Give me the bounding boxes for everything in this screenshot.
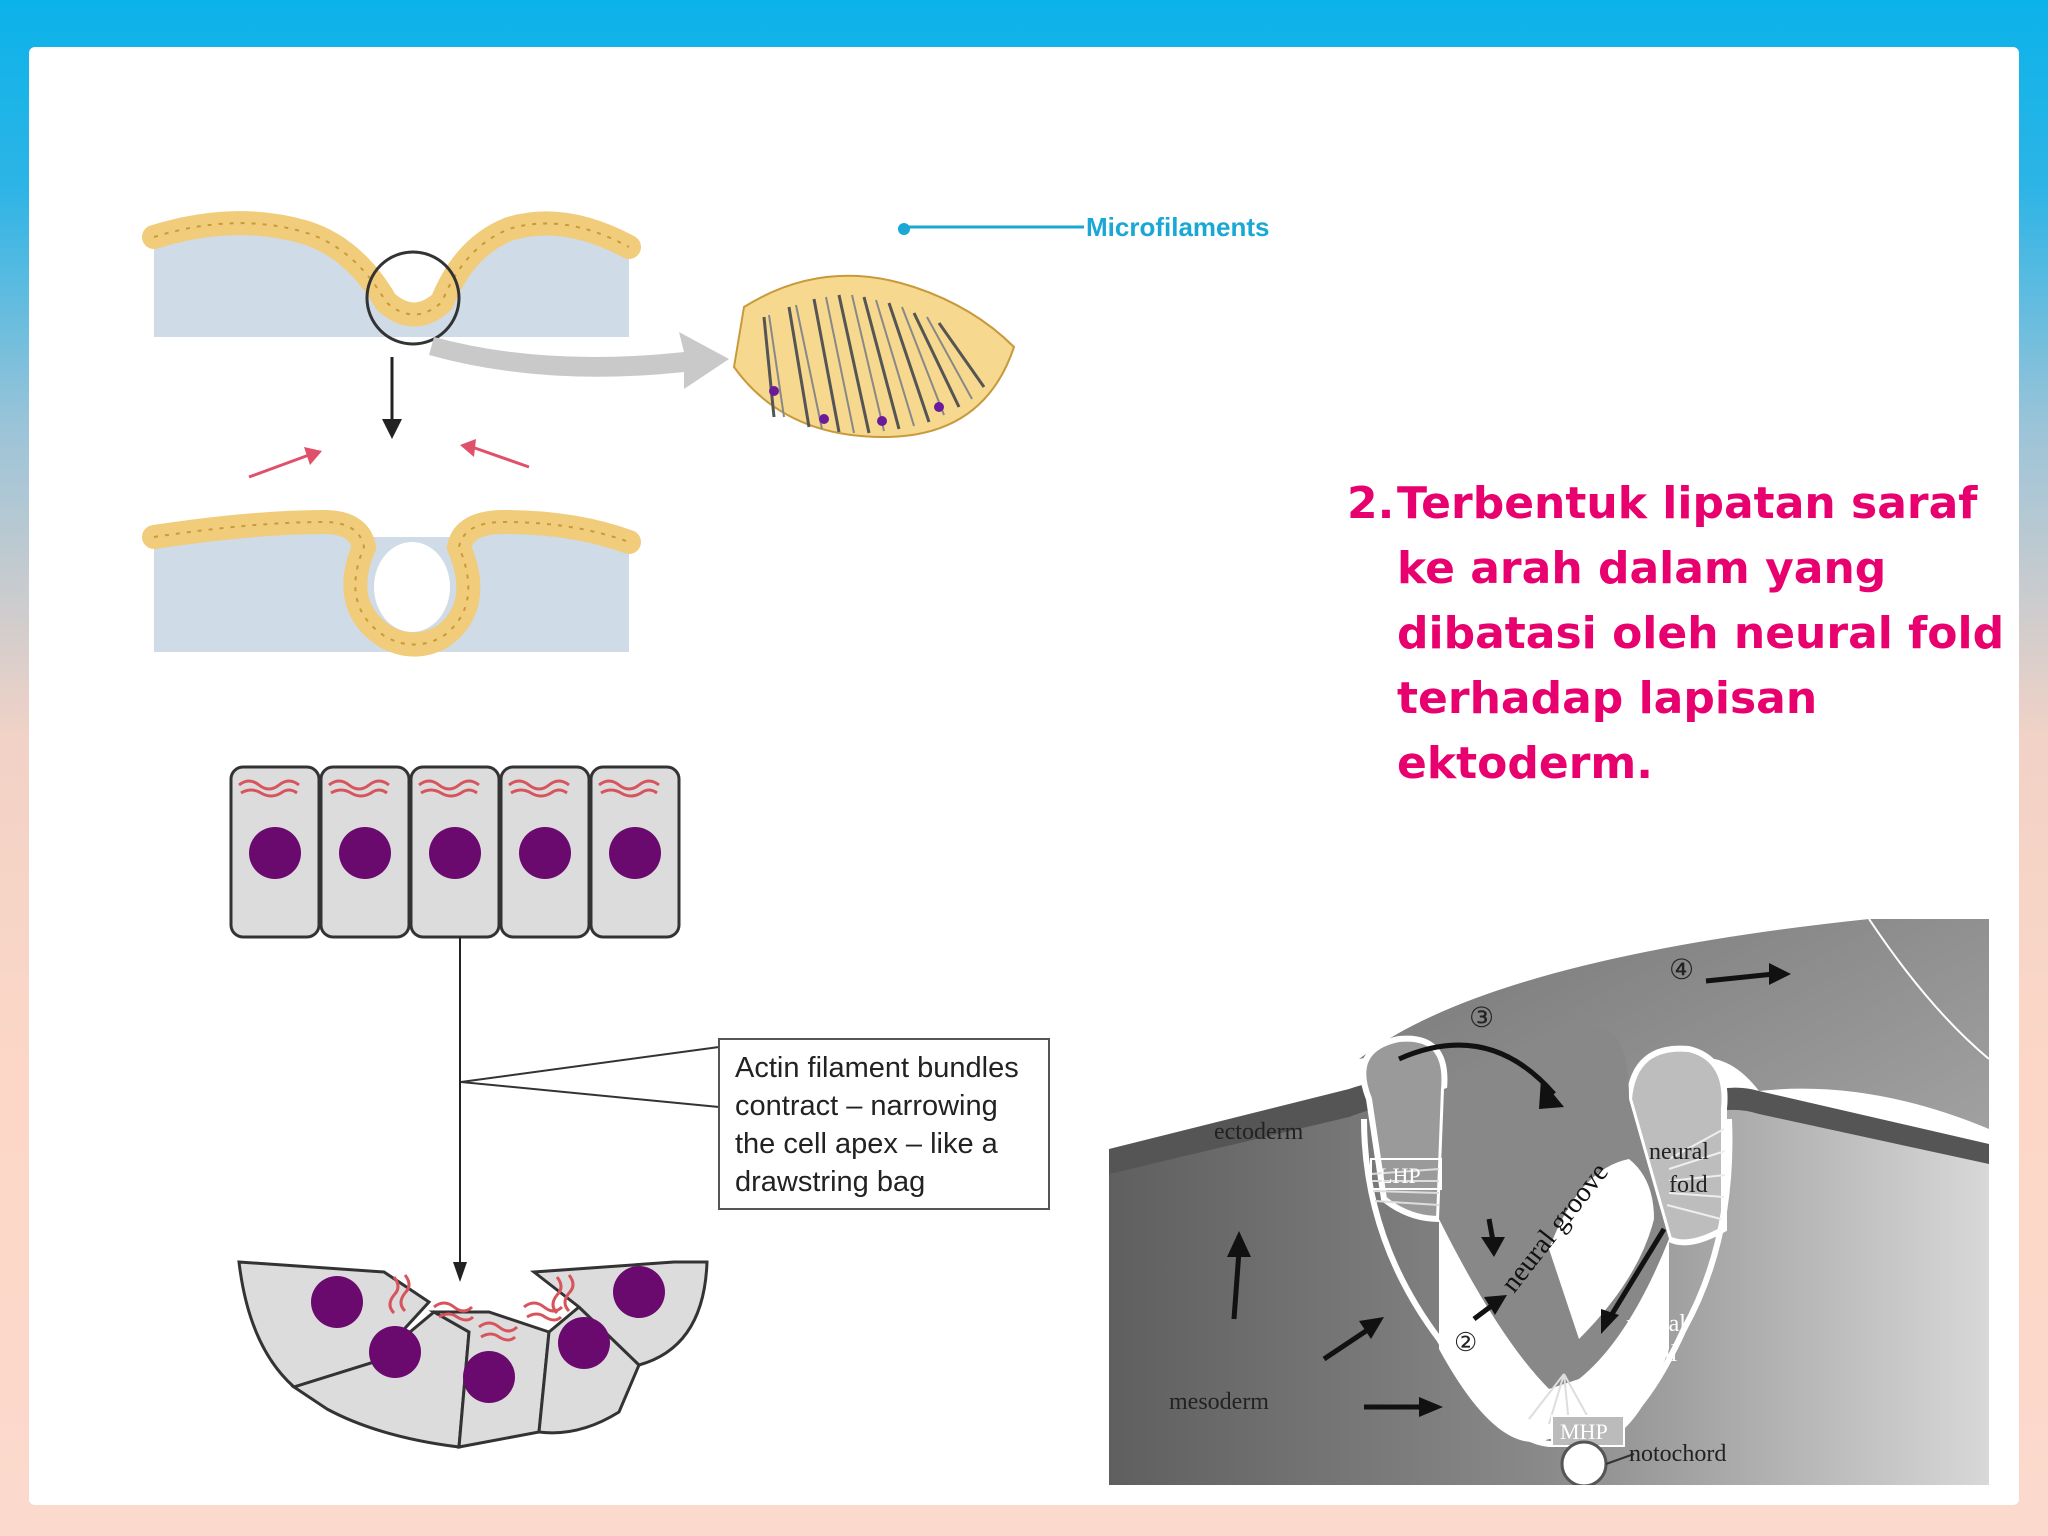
mesoderm-body	[1109, 1099, 1989, 1485]
lhp-hinge-lines	[1370, 1168, 1440, 1206]
neural-lumen	[374, 542, 450, 632]
callout-line-top	[460, 1046, 720, 1083]
wedge-cells	[732, 274, 1016, 439]
lhp-label: LHP	[1379, 1163, 1421, 1188]
neural-groove-diagram: LHP MHP notochord ectoderm neural fold n…	[1109, 919, 1989, 1485]
zoom-arrow	[429, 332, 729, 389]
neural-groove-figure: LHP MHP notochord ectoderm neural fold n…	[1109, 919, 1989, 1485]
ectoderm-left	[1109, 1079, 1439, 1174]
movement-arrows	[1231, 971, 1775, 1410]
step-2-marker: ②	[1454, 1328, 1477, 1357]
right-fold-radial-lines	[1666, 1128, 1726, 1220]
notochord-label: notochord	[1629, 1441, 1726, 1467]
bullet-point: 2. Terbentuk lipatan saraf ke arah dalam…	[1347, 471, 2047, 796]
callout-line-bottom	[460, 1081, 720, 1108]
mhp-label: MHP	[1560, 1419, 1608, 1444]
columnar-cells-row	[229, 765, 681, 939]
callout-line-2: contract – narrowing	[735, 1090, 998, 1122]
ectoderm-label: ectoderm	[1214, 1119, 1304, 1145]
apical-constriction-figure: Actin filament bundles contract – narrow…	[219, 747, 1069, 1467]
bullet-number: 2.	[1347, 478, 1395, 529]
step-3-marker: ③	[1469, 1003, 1494, 1034]
left-red-arrow	[248, 453, 310, 479]
neurulation-invagination-figure: Microfilaments	[124, 137, 1344, 657]
callout-line-4: drawstring bag	[735, 1166, 925, 1198]
callout-line-3: the cell apex – like a	[735, 1128, 999, 1160]
step-4-marker: ④	[1669, 955, 1694, 986]
magnify-circle	[365, 250, 461, 346]
callout-box	[718, 1038, 1050, 1210]
microfilaments-label: Microfilaments	[1086, 212, 1270, 242]
callout-line-1: Actin filament bundles	[735, 1052, 1019, 1084]
arrow-heads	[1227, 963, 1791, 1417]
invagination-diagram: Microfilaments	[142, 187, 1270, 657]
ectoderm-right	[1669, 1087, 1989, 1164]
neural-wall-label-1: neural	[1626, 1311, 1686, 1337]
right-neural-fold	[1625, 1045, 1728, 1246]
apical-constriction-diagram: Actin filament bundles contract – narrow…	[229, 765, 1050, 1449]
upper-cell-sheet	[142, 211, 641, 327]
neural-fold-label-2: fold	[1669, 1172, 1708, 1198]
wedge-shaped-cells	[237, 1260, 709, 1449]
right-red-arrow	[471, 445, 530, 469]
mesoderm-label: mesoderm	[1169, 1389, 1269, 1415]
neural-wall-label-2: wall	[1636, 1341, 1678, 1367]
groove-lumen-highlight	[1549, 1159, 1654, 1339]
mhp-hinge-lines	[1528, 1373, 1590, 1425]
slide-panel: Microfilaments	[29, 47, 2019, 1505]
bullet-text: Terbentuk lipatan saraf ke arah dalam ya…	[1397, 478, 2005, 789]
notochord-circle	[1560, 1440, 1608, 1485]
lhp-box	[1370, 1158, 1442, 1190]
neural-fold-label-1: neural	[1649, 1139, 1709, 1165]
